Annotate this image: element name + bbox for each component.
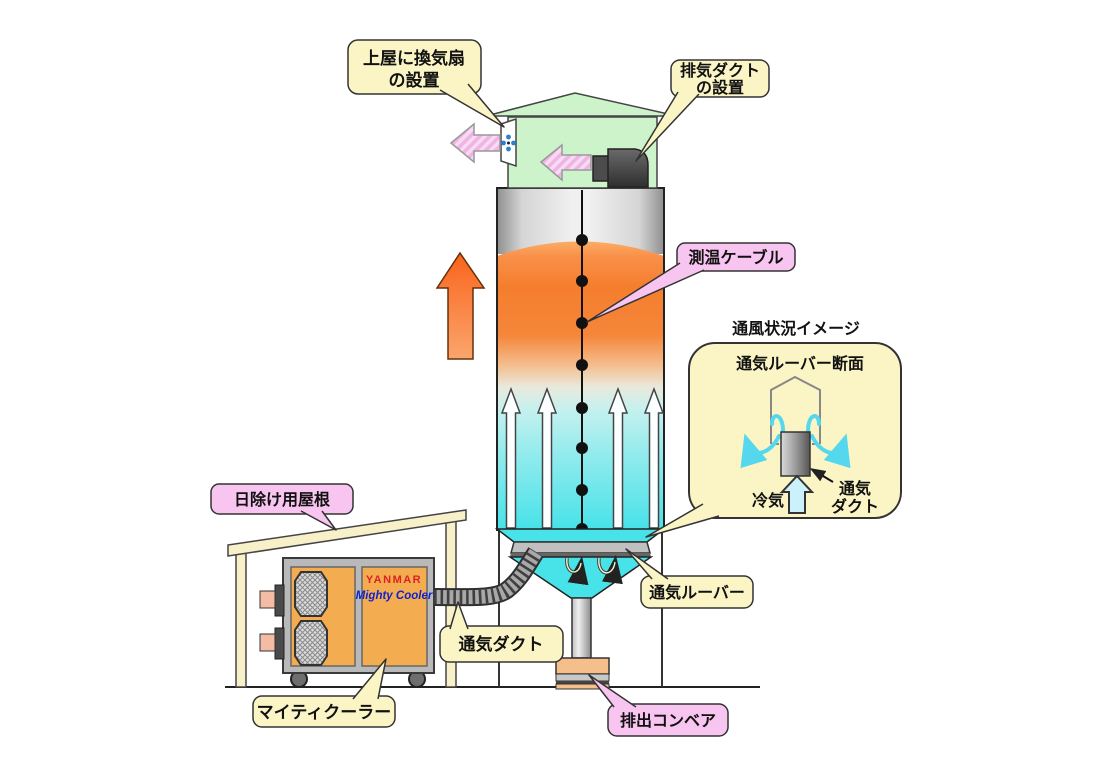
upflow-arrow-icon — [607, 386, 629, 529]
callout-temp-cable: 測温ケーブル — [586, 242, 796, 323]
inset-duct — [780, 431, 811, 477]
svg-text:の設置: の設置 — [389, 70, 440, 90]
inset-duct-label-2: ダクト — [831, 497, 879, 516]
duct-pointer-arrow — [809, 467, 834, 483]
upflow-arrow-icon — [536, 386, 558, 529]
roof-house — [449, 92, 678, 189]
upflow-arrow-icon — [500, 386, 522, 529]
inset-title: 通風状況イメージ — [732, 319, 860, 338]
svg-text:の設置: の設置 — [696, 78, 744, 97]
inset-detail: 通風状況イメージ 通気ルーバー断面 冷気 通気 ダクト — [645, 319, 902, 538]
callout-mighty-cooler: マイティクーラー — [252, 658, 396, 728]
cold-air-arrow-icon — [779, 474, 815, 514]
discharge-tube — [571, 597, 592, 659]
louver-cross-section — [770, 375, 821, 444]
discharge-conveyor-unit — [555, 657, 610, 690]
inset-box — [688, 342, 902, 519]
vent-fan-icon — [500, 117, 517, 168]
callout-vent-duct: 通気ダクト — [439, 601, 564, 663]
svg-text:排気ダクト: 排気ダクト — [680, 61, 760, 80]
mighty-cooler-unit: YANMAR Mighty Cooler — [259, 557, 435, 688]
callout-discharge-conveyor: 排出コンベア — [588, 674, 729, 737]
cooler-right-panel — [361, 566, 428, 667]
svg-text:上屋に換気扇: 上屋に換気扇 — [363, 48, 465, 68]
callout-vent-louver: 通気ルーバー — [625, 548, 754, 609]
corrugated-duct — [433, 547, 544, 607]
inset-subtitle: 通気ルーバー断面 — [736, 354, 864, 373]
svg-text:日除け用屋根: 日除け用屋根 — [234, 490, 330, 509]
model-text: Mighty Cooler — [356, 590, 433, 602]
callout-sunshade-roof: 日除け用屋根 — [210, 483, 354, 531]
side-port — [274, 627, 285, 660]
side-port-pipe — [259, 590, 276, 609]
svg-text:マイティクーラー: マイティクーラー — [257, 703, 392, 722]
hopper-shoulder — [494, 528, 667, 543]
shed-roof-beam — [227, 509, 467, 557]
svg-text:通気ルーバー: 通気ルーバー — [649, 583, 745, 602]
exhaust-air-arrow-icon — [449, 122, 501, 164]
shed-left-post — [235, 551, 247, 688]
vent-grille-icon — [294, 571, 328, 617]
vent-grille-icon — [294, 620, 328, 666]
cold-air-label: 冷気 — [752, 491, 784, 510]
hot-air-up-arrow-icon — [435, 251, 486, 360]
side-port — [274, 584, 285, 617]
house-roof — [485, 92, 678, 117]
brand-text: YANMAR — [366, 574, 422, 586]
hopper — [494, 528, 667, 659]
recirculation-arrows — [565, 555, 623, 586]
inset-pointer — [645, 503, 720, 538]
upflow-arrow-icon — [643, 386, 665, 529]
inset-duct-label-1: 通気 — [839, 479, 871, 498]
exhaust-air-arrow-icon — [539, 143, 592, 182]
svg-text:排出コンベア: 排出コンベア — [620, 711, 716, 730]
callout-vent-fan: 上屋に換気扇 の設置 — [347, 39, 505, 128]
airflow-swirls-icon — [740, 414, 851, 469]
side-port-pipe — [259, 633, 276, 652]
callout-exhaust-duct: 排気ダクト の設置 — [635, 59, 770, 162]
svg-text:測温ケーブル: 測温ケーブル — [688, 248, 783, 267]
svg-text:通気ダクト: 通気ダクト — [459, 634, 544, 654]
upflow-arrows — [500, 386, 665, 529]
